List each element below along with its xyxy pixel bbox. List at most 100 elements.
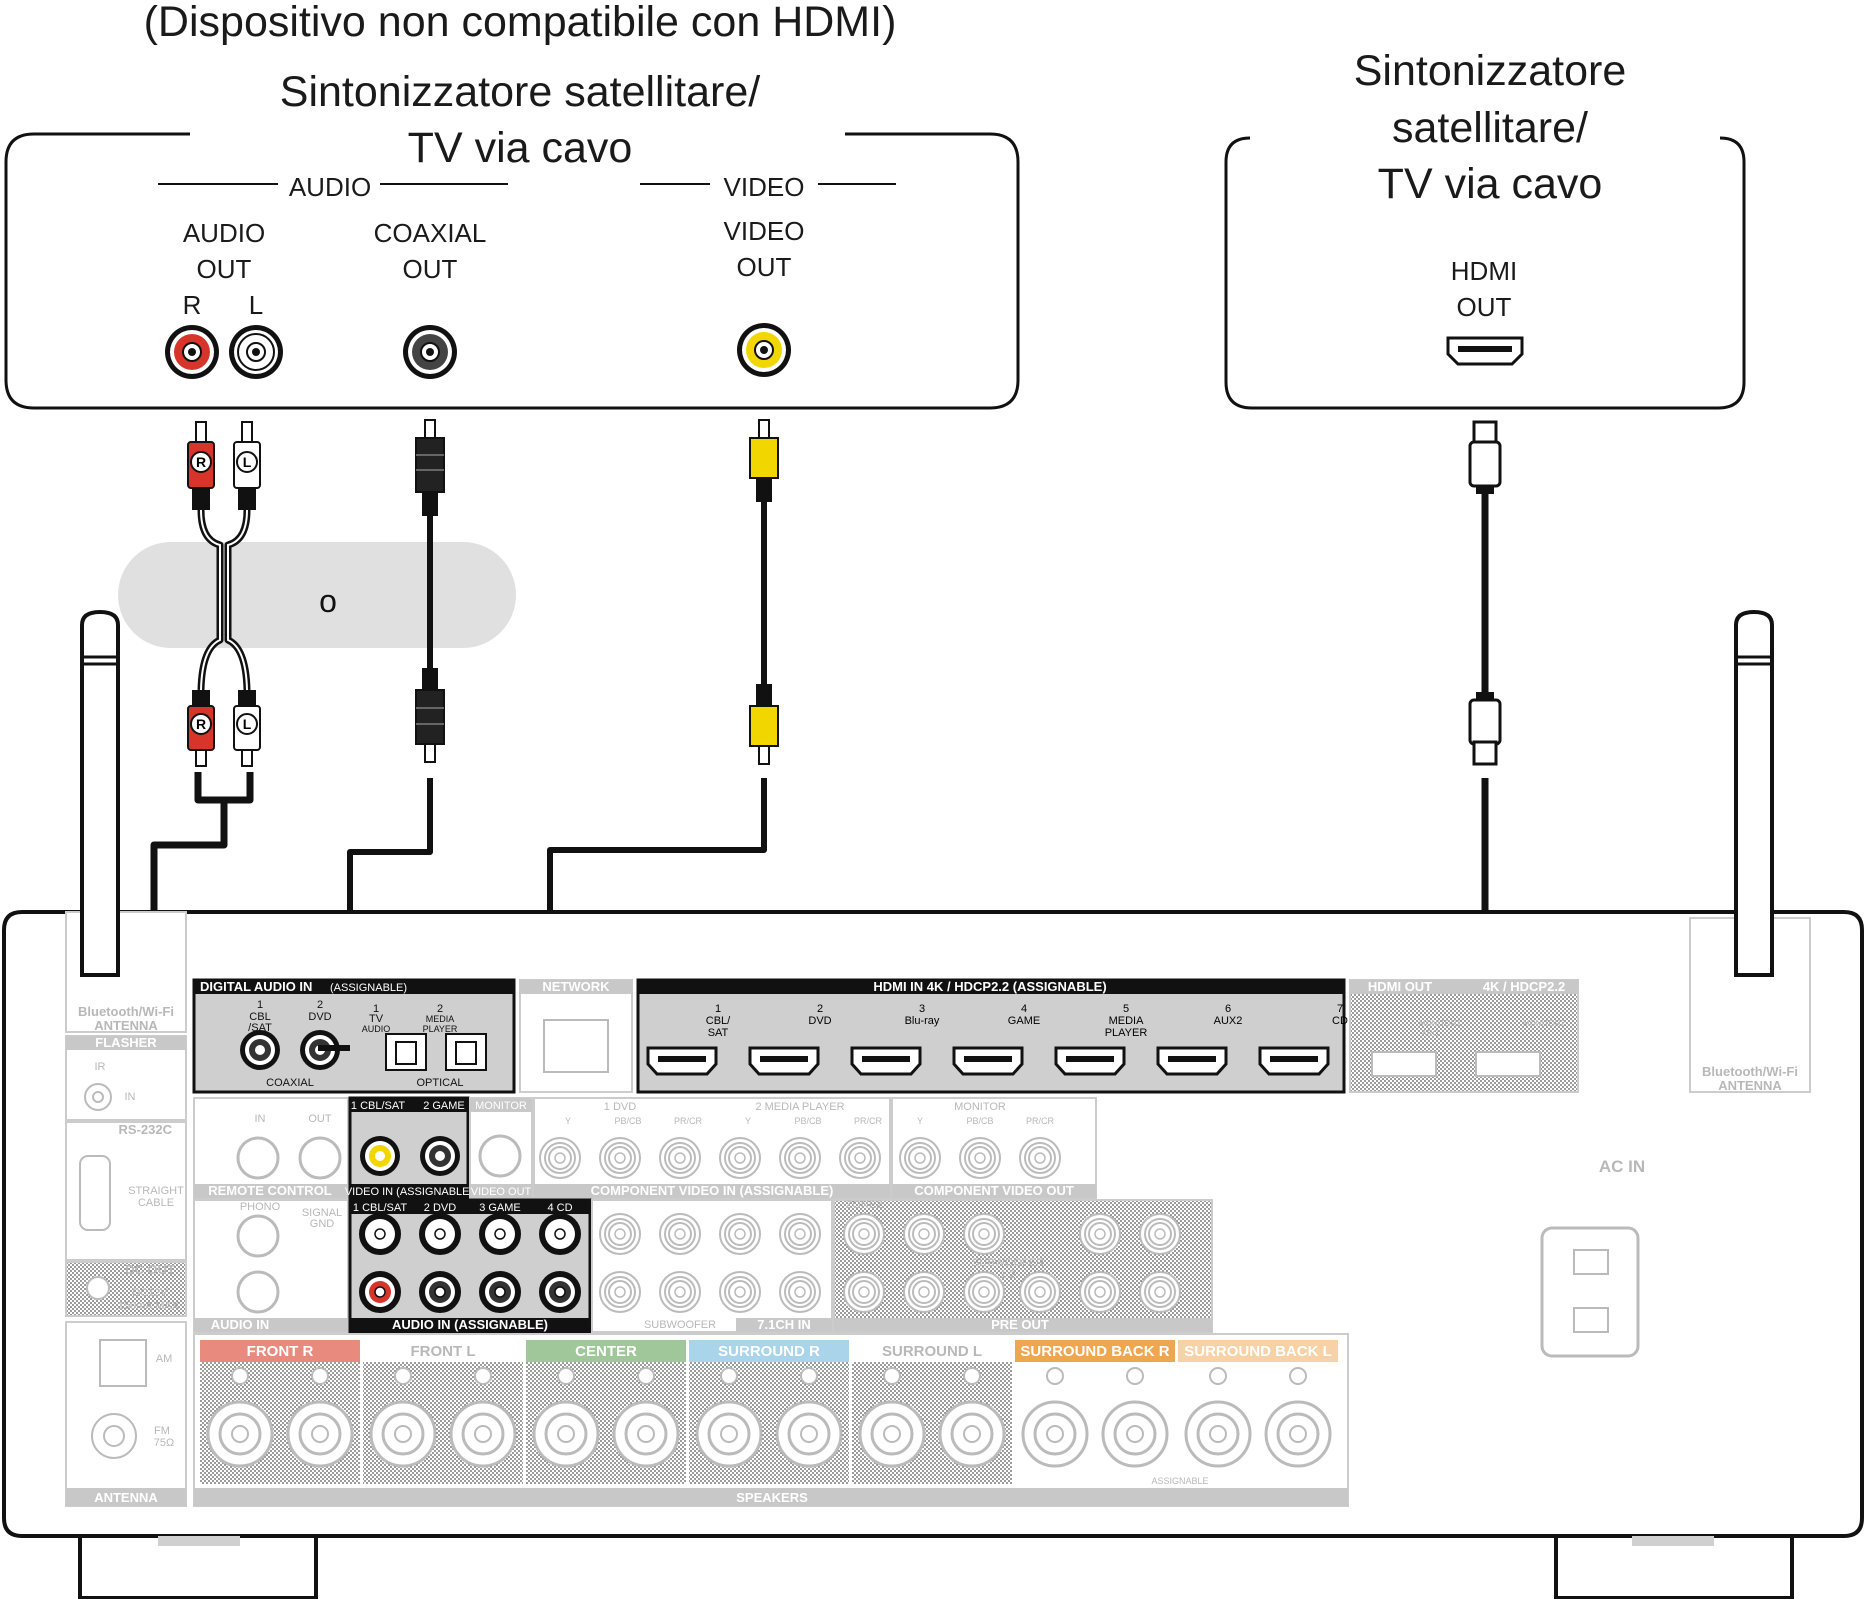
hdmi-out-4k-label: 4K / HDCP2.2 <box>1483 979 1565 994</box>
speaker-block-3: SURROUND R <box>689 1340 849 1484</box>
comp-in-sub-label-4: PB/CB <box>794 1116 821 1126</box>
hdmi-plug-bottom <box>1468 692 1502 766</box>
comp-in-sub-label-3: Y <box>745 1116 751 1126</box>
pre-out-jacks <box>843 1213 1181 1313</box>
video-out-section-label: VIDEO OUT <box>471 1186 532 1198</box>
comp-in-sub-label-2: PR/CR <box>674 1116 703 1126</box>
video-in-assignable-label: VIDEO IN (ASSIGNABLE) <box>345 1186 473 1198</box>
digital-audio-in-panel: DIGITAL AUDIO IN (ASSIGNABLE) 1 CBL /SAT… <box>192 978 516 1094</box>
video-group-label: VIDEO <box>724 172 805 202</box>
comp-out-sub-label-0: Y <box>917 1116 923 1126</box>
opt2-num: 2 <box>437 1003 443 1015</box>
component-out-jack-0 <box>899 1137 941 1179</box>
component-out-label: COMPONENT VIDEO OUT <box>914 1183 1074 1198</box>
video-out-jack <box>737 323 791 377</box>
left-device-title-line2: TV via cavo <box>408 124 633 172</box>
pre-out-jack-top-3 <box>1079 1213 1121 1255</box>
plug-l-letter-top: L <box>243 454 252 470</box>
opt2-l2: PLAYER <box>423 1024 458 1034</box>
straight-cable-l2: CABLE <box>138 1197 174 1209</box>
multichannel-jacks <box>599 1213 821 1313</box>
pre-out-jack-bottom-3 <box>1019 1271 1061 1313</box>
hdmi-in-num-1: 1 <box>715 1003 721 1015</box>
remote-control-label: REMOTE CONTROL <box>208 1183 332 1198</box>
component-out-jack-2 <box>1019 1137 1061 1179</box>
plug-l-letter-bottom: L <box>243 716 252 732</box>
speaker-block-5: SURROUND BACK R <box>1015 1340 1175 1468</box>
mch-in-jack-top-2 <box>719 1213 761 1255</box>
pre-out-jack-top-0 <box>843 1213 885 1255</box>
ir-label: IR <box>95 1061 106 1073</box>
hdmi-in-port-2 <box>748 1046 820 1076</box>
hdmi-in-label: HDMI IN 4K / HDCP2.2 (ASSIGNABLE) <box>873 979 1106 994</box>
audio-in-jack-l-1 <box>359 1213 401 1255</box>
monitor2-label: MONITOR2 <box>1523 1019 1566 1028</box>
hdmi-in-num-4: 4 <box>1021 1003 1027 1015</box>
monitor1-label: MONITOR1 <box>1419 1019 1462 1028</box>
phono-label: PHONO <box>240 1201 281 1213</box>
zone2-label: ZONE2 <box>846 1199 883 1211</box>
subwoofer-12-label: 1 2 <box>1000 1269 1015 1281</box>
hdmi-out-label-2: OUT <box>1457 292 1512 322</box>
speaker-block-4: SURROUND L <box>852 1340 1012 1484</box>
rca-plug-r-top: R <box>187 421 215 510</box>
remote-out-label: OUT <box>308 1113 332 1125</box>
hdmi-out-section-label: HDMI OUT <box>1368 979 1432 994</box>
audio-out-label-1: AUDIO <box>183 218 265 248</box>
assignable-label: ASSIGNABLE <box>1151 1476 1208 1486</box>
video-in-1-label: 1 CBL/SAT <box>351 1100 405 1112</box>
hdmi-in-num-5: 5 <box>1123 1003 1129 1015</box>
hdmi-in-port-3 <box>850 1046 922 1076</box>
speaker-block-6: SURROUND BACK L <box>1178 1340 1338 1468</box>
audio-in-jacks <box>359 1213 581 1313</box>
speaker-block-0: FRONT R <box>200 1340 360 1484</box>
component-in-jack-1 <box>599 1137 641 1179</box>
fm-ohm-label: 75Ω <box>154 1437 174 1449</box>
rca-plug-r-bottom: R <box>187 690 215 767</box>
hdmi-out-label-1: HDMI <box>1451 256 1517 286</box>
dc-out-label: DC OUT <box>125 1262 175 1277</box>
flasher-label: FLASHER <box>95 1035 157 1050</box>
pre-out-panel: ZONE2 SUBWOOFER 1 2 PRE OUT <box>833 1199 1213 1333</box>
audio-in-jack-r-2 <box>419 1271 461 1313</box>
hdmi-in-label-6: AUX2 <box>1214 1015 1243 1027</box>
r-channel-label: R <box>183 290 202 320</box>
hdmi-out-panel: HDMI OUT 4K / HDCP2.2 MONITOR1 ARC MONIT… <box>1349 979 1579 1093</box>
audio-in-assignable-label: AUDIO IN (ASSIGNABLE) <box>392 1317 548 1332</box>
coax-in2-num: 2 <box>317 999 323 1011</box>
speaker-label-4: SURROUND L <box>882 1343 982 1360</box>
plug-r-letter-top: R <box>196 454 206 470</box>
audio-in-jack-r-3 <box>479 1271 521 1313</box>
speaker-label-1: FRONT L <box>411 1343 476 1360</box>
hdmi-in-label-1: CBL/ <box>706 1015 731 1027</box>
hdmi-in-num-2: 2 <box>817 1003 823 1015</box>
pre-out-jack-bottom-0 <box>843 1271 885 1313</box>
fm-label: FM <box>154 1425 170 1437</box>
dc-spec-l1: DC12V <box>132 1287 168 1299</box>
coax-in1-num: 1 <box>257 999 263 1011</box>
rca-plug-l-bottom: L <box>233 690 261 767</box>
hdmi-in-label-4: GAME <box>1008 1015 1040 1027</box>
l-channel-label: L <box>249 290 263 320</box>
alternative-or-label: o <box>319 583 337 619</box>
component-in-jack-4 <box>779 1137 821 1179</box>
pre-out-jack-bottom-2 <box>963 1271 1005 1313</box>
comp-out-sub-label-2: PR/CR <box>1026 1116 1055 1126</box>
hdmi-in-port-6 <box>1156 1046 1228 1076</box>
remote-in-label: IN <box>255 1113 266 1125</box>
dc-spec-l2: 150mA MAX. <box>118 1300 182 1312</box>
hdmi-input-ports: 1CBL/SAT2DVD3Blu-ray4GAME5MEDIAPLAYER6AU… <box>646 1003 1348 1076</box>
network-panel: NETWORK <box>519 979 633 1093</box>
left-column-modules: FLASHER IR IN RS-232C STRAIGHT CABLE DC … <box>65 1035 187 1507</box>
coaxial-out-label-2: OUT <box>403 254 458 284</box>
optical-label: OPTICAL <box>416 1077 463 1089</box>
speaker-label-0: FRONT R <box>247 1343 314 1360</box>
alternative-bubble <box>118 542 516 648</box>
mch-in-jack-top-0 <box>599 1213 641 1255</box>
pre-out-jack-bottom-4 <box>1079 1271 1121 1313</box>
arc-label: ARC <box>1422 1029 1439 1038</box>
audio-in-label-3: 3 GAME <box>479 1202 521 1214</box>
